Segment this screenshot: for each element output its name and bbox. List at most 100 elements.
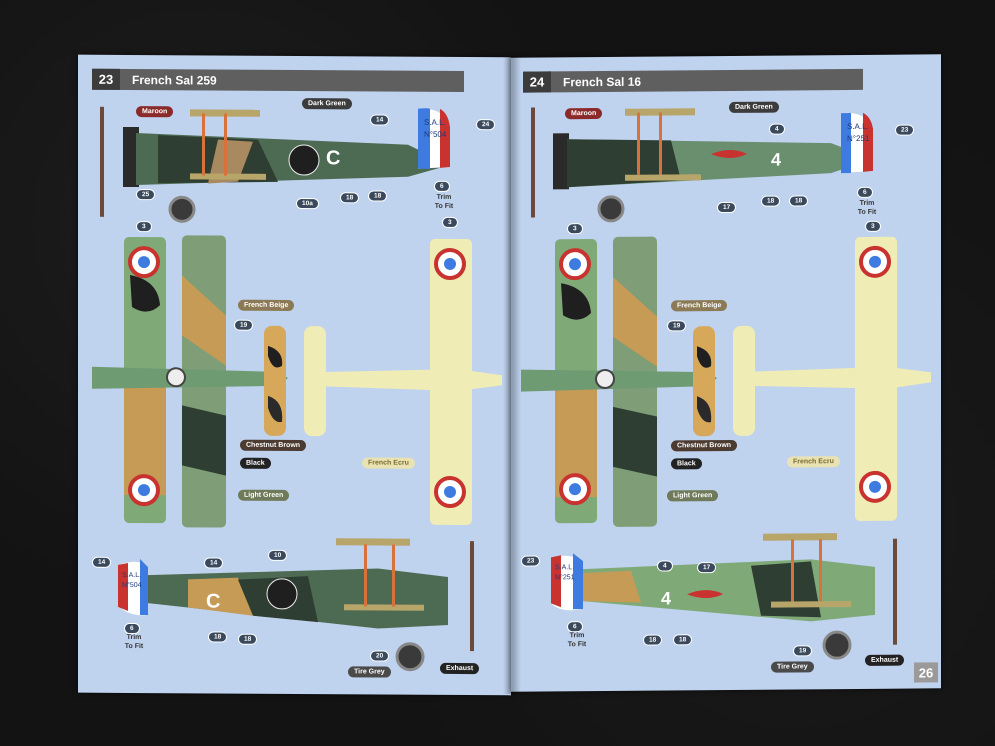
right-side-view-bottom: 4 S.A.L. N°251 xyxy=(551,533,897,660)
wing-beige-patch xyxy=(124,374,166,496)
wing-black-patch xyxy=(130,274,160,312)
tailplane-black xyxy=(697,396,712,423)
roundel-center xyxy=(138,484,150,497)
callout-19: 19 xyxy=(234,319,254,331)
callout-17: 17 xyxy=(717,201,737,214)
propeller xyxy=(531,107,535,218)
left-plan-views xyxy=(92,235,502,528)
callout-18: 18 xyxy=(673,634,693,646)
tailplane-black xyxy=(268,345,283,368)
trim-note-line-2: To Fit xyxy=(434,202,454,210)
fuselage-plan xyxy=(92,366,288,389)
french-beige-label: French Beige xyxy=(238,299,295,311)
ant-insignia xyxy=(288,144,320,176)
roundel-center xyxy=(444,257,456,270)
callout-18: 18 xyxy=(238,633,258,645)
callout-4: 4 xyxy=(769,123,785,135)
wing-black-patch xyxy=(561,283,591,320)
camouflage-dark xyxy=(751,561,821,618)
rudder-text-2: N°504 xyxy=(122,581,142,589)
camouflage-beige xyxy=(583,570,641,603)
callout-18: 18 xyxy=(368,190,388,202)
left-side-view-top: C S.A.L. N°504 xyxy=(100,106,450,223)
trim-note-bottom: Trim To Fit xyxy=(557,631,597,649)
black-label: Black xyxy=(240,457,271,469)
roundel-center xyxy=(138,256,150,269)
trim-note-line-2: To Fit xyxy=(567,641,587,649)
rudder-text-1: S.A.L. xyxy=(847,122,869,131)
callout-18: 18 xyxy=(761,195,781,207)
dark-green-label: Dark Green xyxy=(302,98,352,110)
camouflage-beige xyxy=(188,577,253,616)
underside-wing xyxy=(430,238,472,526)
trim-note-bottom: Trim To Fit xyxy=(114,633,154,651)
strut xyxy=(637,112,640,175)
lower-wing xyxy=(771,601,851,608)
maroon-label: Maroon xyxy=(136,106,174,118)
callout-19: 19 xyxy=(793,645,813,657)
rudder-text-2: N°504 xyxy=(424,130,447,139)
underside-fuselage xyxy=(318,368,502,391)
trim-note: Trim To Fit xyxy=(847,199,887,217)
light-green-label: Light Green xyxy=(667,490,719,502)
lower-wing xyxy=(344,604,424,611)
swan-insignia xyxy=(711,149,747,158)
propeller xyxy=(470,541,474,652)
page-number: 26 xyxy=(914,662,938,683)
engine-cowling xyxy=(123,126,139,188)
roundel-center xyxy=(444,485,456,498)
rudder-text-1: S.A.L. xyxy=(122,572,141,579)
trim-note: Trim To Fit xyxy=(424,193,464,211)
chestnut-brown-label: Chestnut Brown xyxy=(671,439,738,452)
rudder-red xyxy=(118,562,128,611)
book-spine xyxy=(503,56,521,694)
callout-19: 19 xyxy=(667,320,687,332)
wheel xyxy=(395,642,425,672)
strut xyxy=(224,113,227,176)
left-page: 23 French Sal 259 C S.A.L. N°504 xyxy=(78,54,511,696)
exhaust-label: Exhaust xyxy=(440,662,480,675)
rudder-red xyxy=(551,555,561,608)
rudder-red xyxy=(863,112,873,172)
callout-10: 10 xyxy=(268,549,288,561)
roundel-center xyxy=(569,483,581,496)
wing-beige-patch xyxy=(613,276,657,367)
callout-6: 6 xyxy=(857,186,873,198)
french-ecru-label: French Ecru xyxy=(787,456,840,468)
wing-beige-patch xyxy=(182,275,226,366)
right-page-artwork: 4 S.A.L. N°251 xyxy=(521,107,931,660)
rudder-red xyxy=(440,108,450,168)
dark-green-label: Dark Green xyxy=(729,101,779,113)
callout-3: 3 xyxy=(865,220,881,232)
rudder-blue xyxy=(841,113,851,174)
upper-wing xyxy=(625,108,695,116)
rudder-blue xyxy=(573,553,583,610)
callout-20: 20 xyxy=(370,650,390,662)
underside-tailplane xyxy=(304,326,326,437)
callout-6: 6 xyxy=(434,180,450,192)
french-ecru-label: French Ecru xyxy=(362,457,415,469)
fuselage-number: 4 xyxy=(661,588,671,608)
callout-3: 3 xyxy=(136,221,152,233)
strut xyxy=(659,112,662,175)
callout-24: 24 xyxy=(476,119,496,131)
left-page-artwork: C S.A.L. N°504 xyxy=(92,106,502,672)
strut xyxy=(819,539,822,602)
lower-wing xyxy=(625,174,701,181)
wheel xyxy=(822,630,852,660)
roundel-center xyxy=(869,255,881,268)
maroon-label: Maroon xyxy=(565,107,603,120)
callout-18: 18 xyxy=(208,631,228,643)
trim-note-line-2: To Fit xyxy=(857,208,877,216)
right-plan-views xyxy=(521,236,931,527)
callout-3: 3 xyxy=(567,223,583,235)
tailplane-black xyxy=(697,346,712,368)
callout-23: 23 xyxy=(521,555,541,567)
ant-insignia xyxy=(266,578,298,610)
wing-beige-patch xyxy=(555,377,597,498)
strut xyxy=(392,544,395,607)
rudder-text-1: S.A.L. xyxy=(424,118,446,127)
rudder-text-2: N°251 xyxy=(847,134,870,143)
tailplane-black xyxy=(268,395,283,423)
right-page: 24 French Sal 16 4 S.A.L. N°251 xyxy=(511,54,941,692)
